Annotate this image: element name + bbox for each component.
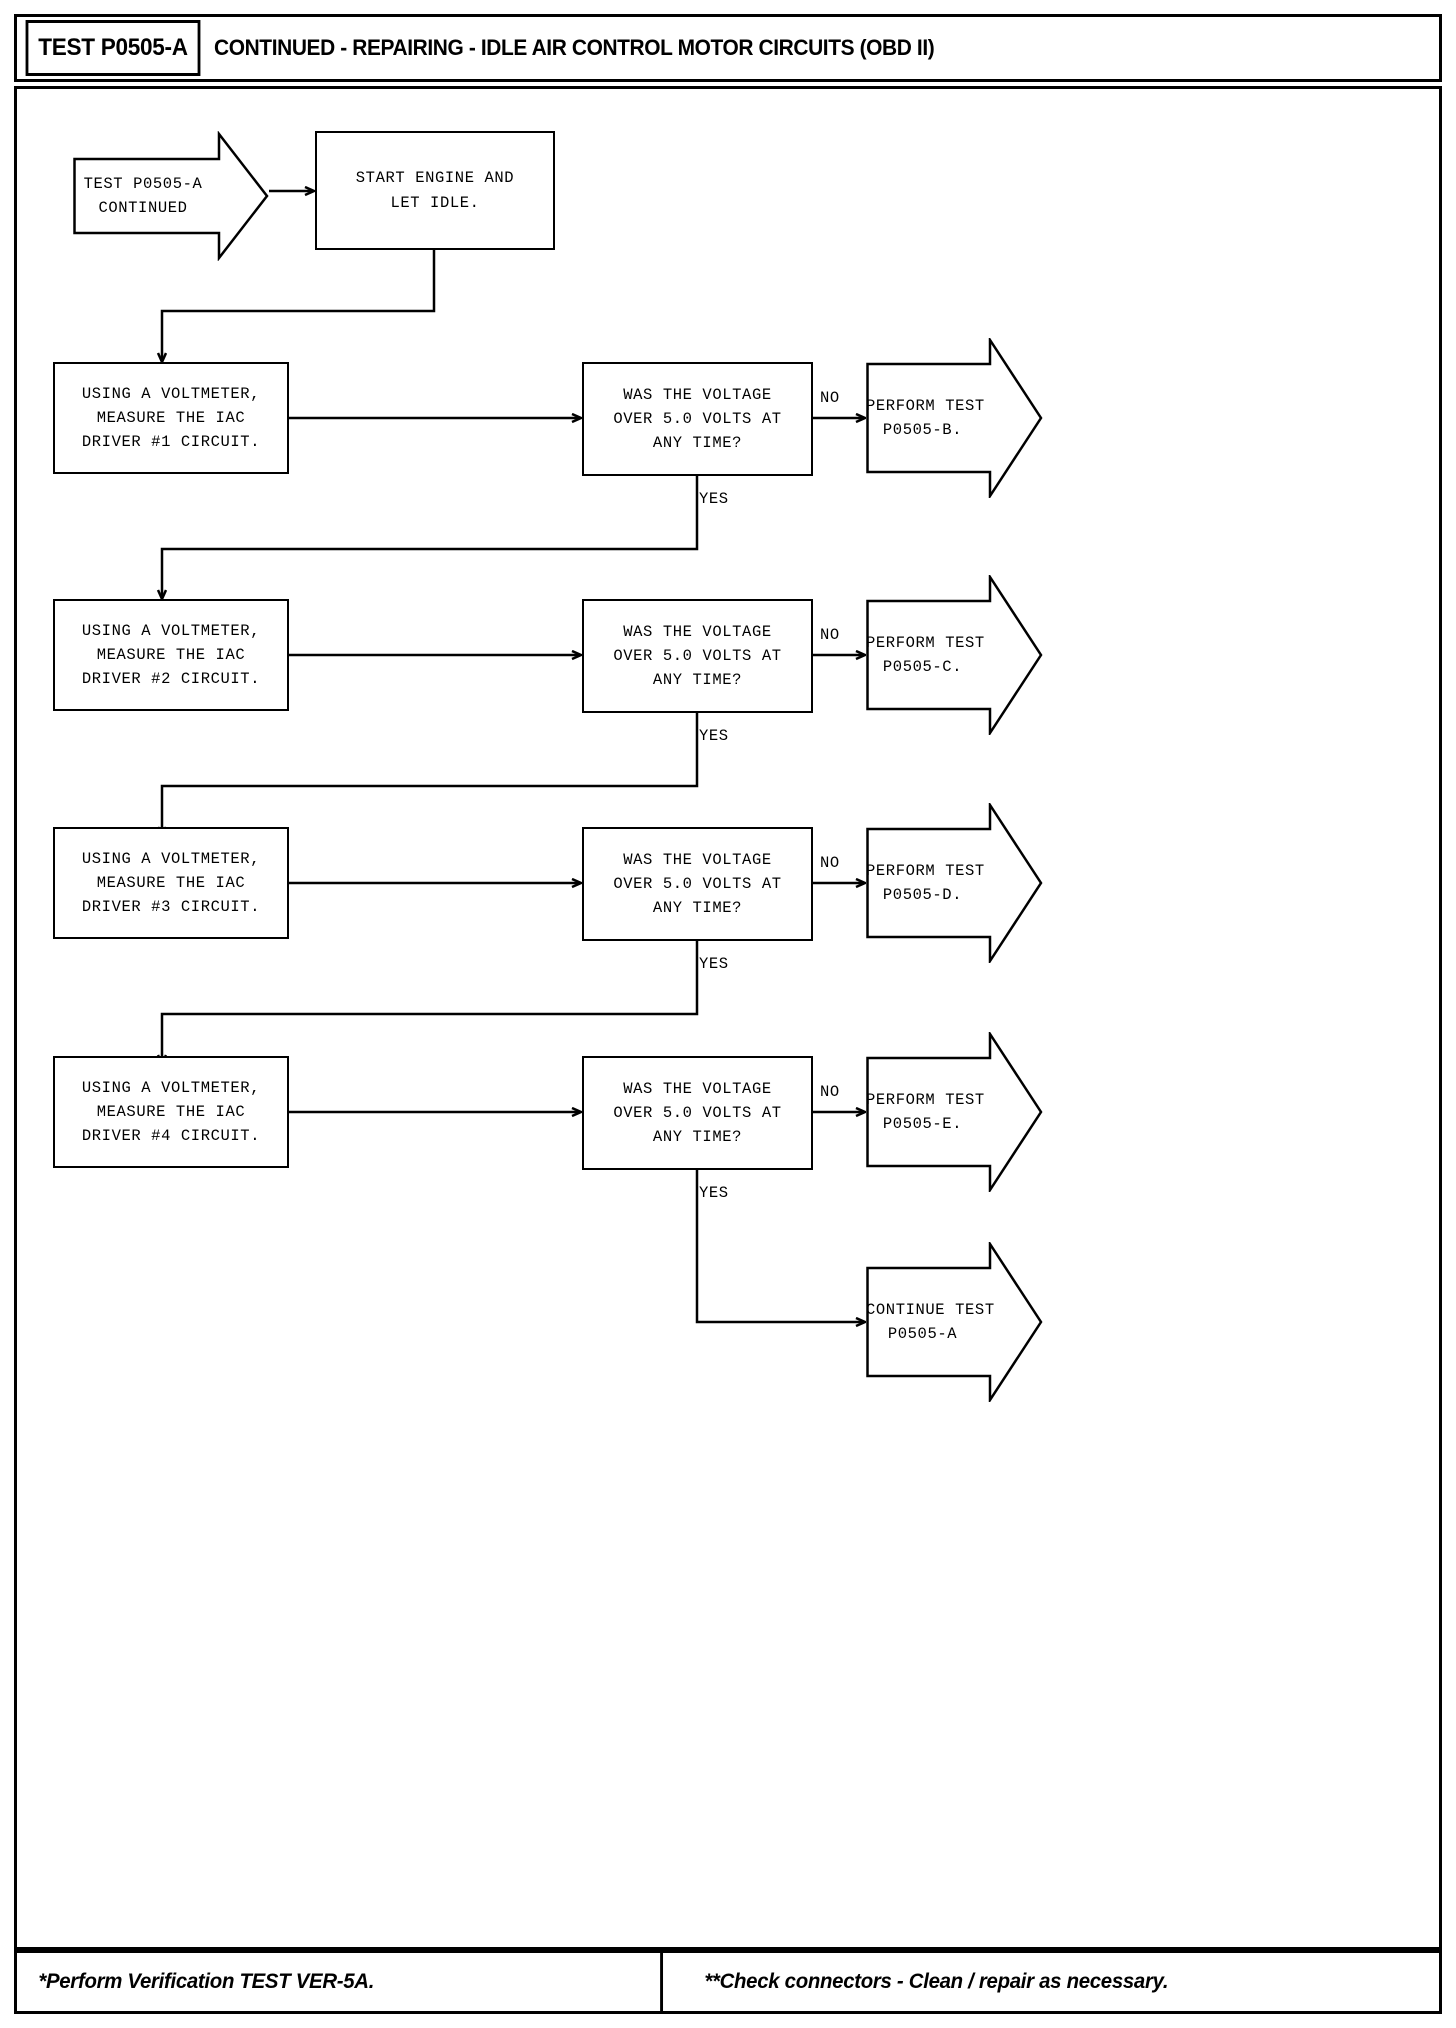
final-continue-node: CONTINUE TEST P0505-A (866, 1242, 1043, 1402)
page-title: CONTINUED - REPAIRING - IDLE AIR CONTROL… (214, 35, 935, 60)
edge-label-yes-3: YES (699, 955, 729, 973)
final-continue-label: CONTINUE TEST P0505-A (866, 1300, 995, 1343)
body-frame (14, 86, 1442, 1950)
footer: *Perform Verification TEST VER-5A. **Che… (14, 1950, 1442, 2014)
decision-node-driver-3: WAS THE VOLTAGE OVER 5.0 VOLTS AT ANY TI… (582, 827, 813, 941)
decision-node-driver-2: WAS THE VOLTAGE OVER 5.0 VOLTS AT ANY TI… (582, 599, 813, 713)
header-frame (14, 14, 1442, 82)
edge-label-no-4: NO (820, 1083, 840, 1101)
edge-label-yes-2: YES (699, 727, 729, 745)
start-banner-node: TEST P0505-A CONTINUED (73, 131, 269, 261)
result-arrow-shape (866, 803, 1043, 963)
start-engine-node: START ENGINE AND LET IDLE. (315, 131, 555, 250)
action-node-driver-4: USING A VOLTMETER, MEASURE THE IAC DRIVE… (53, 1056, 289, 1168)
action-node-driver-1: USING A VOLTMETER, MEASURE THE IAC DRIVE… (53, 362, 289, 474)
result-node-perform-p0505-d: PERFORM TEST P0505-D. (866, 803, 1043, 963)
start-banner-label: TEST P0505-A CONTINUED (83, 174, 203, 217)
result-label-2: PERFORM TEST P0505-C. (866, 633, 985, 676)
decision-node-driver-1: WAS THE VOLTAGE OVER 5.0 VOLTS AT ANY TI… (582, 362, 813, 476)
edge-label-yes-4: YES (699, 1184, 729, 1202)
result-label-1: PERFORM TEST P0505-B. (866, 396, 985, 439)
final-arrow-shape (866, 1242, 1043, 1402)
banner-arrow-shape (73, 131, 269, 261)
result-arrow-shape (866, 575, 1043, 735)
edge-label-no-3: NO (820, 854, 840, 872)
result-node-perform-p0505-b: PERFORM TEST P0505-B. (866, 338, 1043, 498)
result-arrow-shape (866, 1032, 1043, 1192)
edge-label-yes-1: YES (699, 490, 729, 508)
result-label-4: PERFORM TEST P0505-E. (866, 1090, 985, 1133)
test-id-badge: TEST P0505-A (25, 20, 201, 76)
footer-note-connectors: **Check connectors - Clean / repair as n… (704, 1970, 1169, 1993)
result-node-perform-p0505-c: PERFORM TEST P0505-C. (866, 575, 1043, 735)
decision-node-driver-4: WAS THE VOLTAGE OVER 5.0 VOLTS AT ANY TI… (582, 1056, 813, 1170)
result-label-3: PERFORM TEST P0505-D. (866, 861, 985, 904)
result-node-perform-p0505-e: PERFORM TEST P0505-E. (866, 1032, 1043, 1192)
action-node-driver-3: USING A VOLTMETER, MEASURE THE IAC DRIVE… (53, 827, 289, 939)
result-arrow-shape (866, 338, 1043, 498)
edge-label-no-1: NO (820, 389, 840, 407)
footer-note-verification: *Perform Verification TEST VER-5A. (17, 1953, 664, 2011)
action-node-driver-2: USING A VOLTMETER, MEASURE THE IAC DRIVE… (53, 599, 289, 711)
edge-label-no-2: NO (820, 626, 840, 644)
